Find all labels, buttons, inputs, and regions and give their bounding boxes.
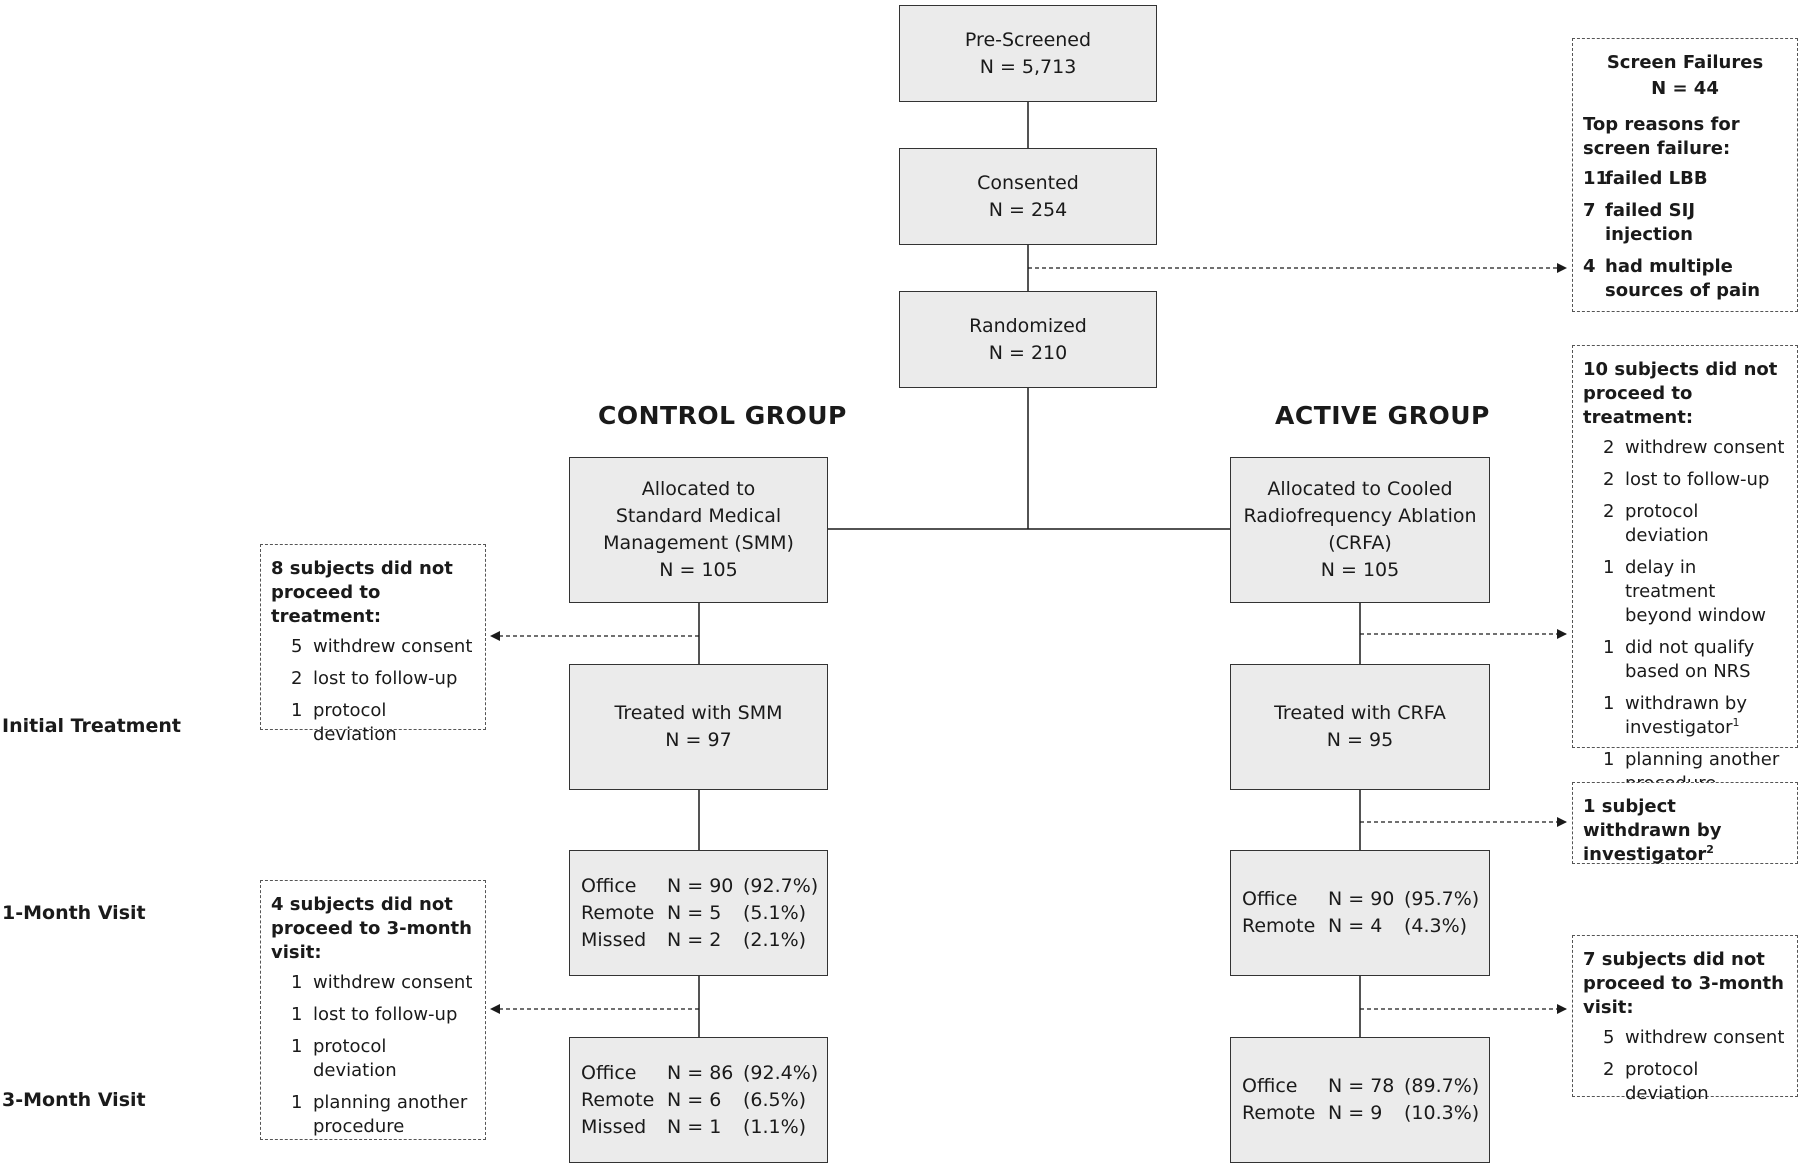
consented-label: Consented <box>977 171 1079 194</box>
active-group-title: ACTIVE GROUP <box>1275 401 1490 430</box>
row-label-initial-treatment: Initial Treatment <box>2 715 181 737</box>
crfa-treated-count: N = 95 <box>1326 729 1394 751</box>
prescreened-box: Pre-Screened N = 5,713 <box>899 5 1157 102</box>
smm-no-3month-note: 4 subjects did not proceed to 3-month vi… <box>260 880 486 1140</box>
screen-failures-count: N = 44 <box>1651 78 1719 99</box>
crfa-no-treatment-head: 10 subjects did not proceed to treatment… <box>1583 359 1778 428</box>
smm-no-treatment-note: 8 subjects did not proceed to treatment:… <box>260 544 486 745</box>
smm-treated-box: Treated with SMM N = 97 <box>569 664 828 790</box>
smm-allocated-count: N = 105 <box>659 559 738 581</box>
prescreened-label: Pre-Screened <box>964 28 1092 51</box>
crfa-withdrawn-note: 1 subject withdrawn by investigator2 <box>1572 782 1798 865</box>
crfa-allocated-line1: Allocated to Cooled <box>1267 478 1453 500</box>
crfa-allocated-box: Allocated to Cooled Radiofrequency Ablat… <box>1230 457 1490 603</box>
row-label-1-month: 1-Month Visit <box>2 902 146 924</box>
crfa-treated-box: Treated with CRFA N = 95 <box>1230 664 1490 790</box>
smm-allocated-box: Allocated to Standard Medical Management… <box>569 457 828 603</box>
smm-no-treatment-head: 8 subjects did not proceed to treatment: <box>271 558 453 627</box>
randomized-label: Randomized <box>969 314 1087 337</box>
smm-allocated-line1: Allocated to <box>641 478 756 500</box>
crfa-allocated-count: N = 105 <box>1320 559 1400 581</box>
crfa-no-3month-note: 7 subjects did not proceed to 3-month vi… <box>1572 935 1798 1104</box>
crfa-treated-label: Treated with CRFA <box>1274 702 1446 724</box>
crfa-allocated-line3: (CRFA) <box>1328 532 1392 554</box>
randomized-count: N = 210 <box>988 341 1068 364</box>
footnote-marker: 2 <box>1706 843 1714 856</box>
smm-allocated-line2: Standard Medical <box>615 505 782 527</box>
control-group-title: CONTROL GROUP <box>598 401 847 430</box>
crfa-no-3month-head: 7 subjects did not proceed to 3-month vi… <box>1583 949 1784 1018</box>
footnote-marker: 1 <box>1732 716 1740 729</box>
consented-count: N = 254 <box>988 198 1068 221</box>
smm-allocated-line3: Management (SMM) <box>603 532 794 554</box>
consented-box: Consented N = 254 <box>899 148 1157 245</box>
smm-no-3month-head: 4 subjects did not proceed to 3-month vi… <box>271 894 472 963</box>
crfa-no-treatment-note: 10 subjects did not proceed to treatment… <box>1572 345 1798 794</box>
screen-failures-subhead: Top reasons for screen failure: <box>1583 114 1740 159</box>
crfa-withdrawn-text: 1 subject withdrawn by investigator <box>1583 796 1722 865</box>
row-label-3-month: 3-Month Visit <box>2 1089 146 1111</box>
smm-treated-label: Treated with SMM <box>614 702 783 724</box>
prescreened-count: N = 5,713 <box>979 55 1077 78</box>
randomized-box: Randomized N = 210 <box>899 291 1157 388</box>
screen-failures-title: Screen Failures <box>1606 52 1764 73</box>
smm-treated-count: N = 97 <box>665 729 732 751</box>
crfa-allocated-line2: Radiofrequency Ablation <box>1243 505 1477 527</box>
screen-failures-note: Screen Failures N = 44 Top reasons for s… <box>1572 38 1798 312</box>
